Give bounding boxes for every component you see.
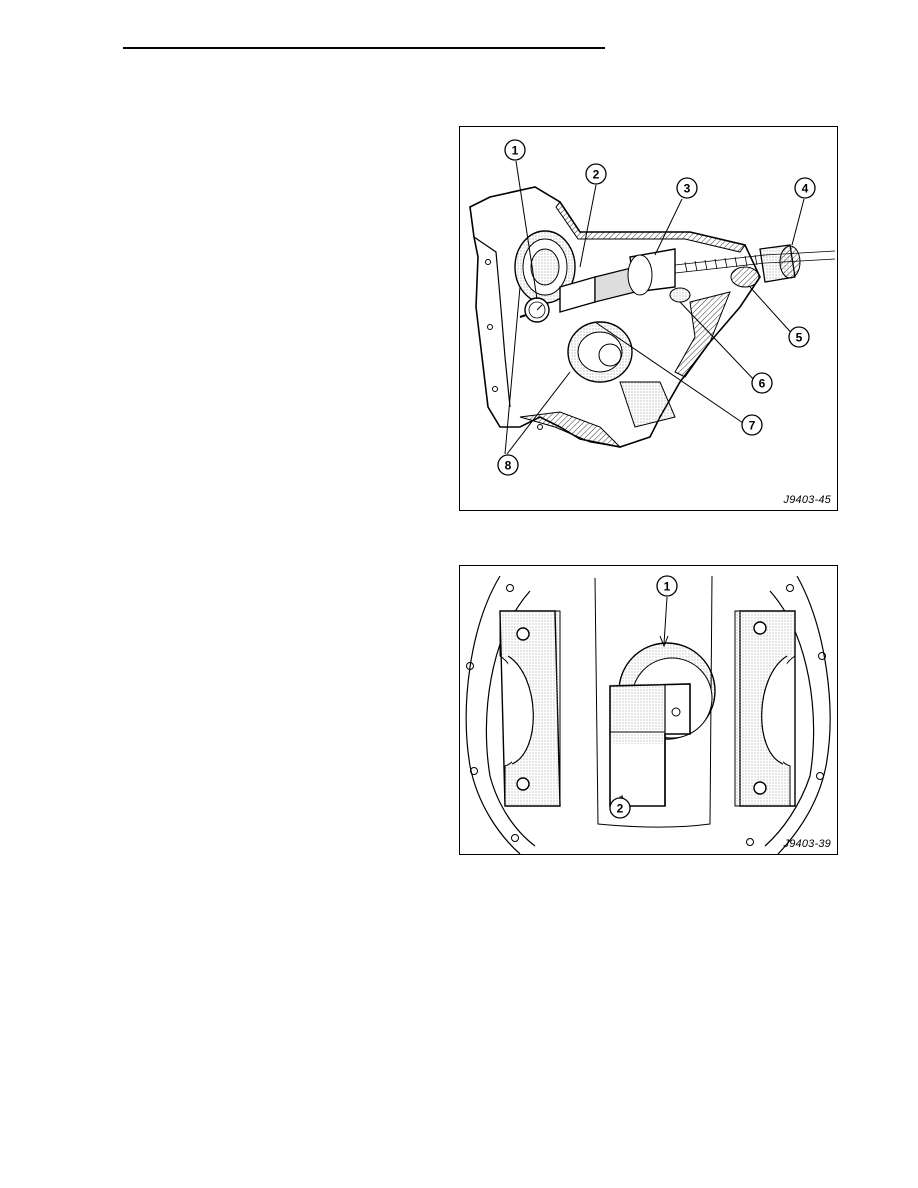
figure-pinion-depth-tool: 1 2 3 4 5 6 7 8 J9403-45 — [459, 126, 838, 511]
svg-text:2: 2 — [593, 168, 600, 182]
callout-4: 4 — [794, 177, 816, 199]
callout-3: 3 — [676, 177, 698, 199]
callout-8: 8 — [497, 454, 519, 476]
svg-text:4: 4 — [802, 182, 809, 196]
header-rule — [123, 47, 605, 49]
svg-text:7: 7 — [749, 419, 756, 433]
svg-text:1: 1 — [664, 580, 671, 594]
svg-text:1: 1 — [512, 144, 519, 158]
callout-7: 7 — [741, 414, 763, 436]
callout-1: 1 — [504, 139, 526, 161]
pinion-depth-illustration: 1 2 3 4 5 6 7 8 — [469, 139, 836, 476]
svg-text:5: 5 — [796, 331, 803, 345]
figure-id: J9403-39 — [783, 838, 831, 850]
callout-2: 2 — [585, 163, 607, 185]
figure-id: J9403-45 — [783, 494, 831, 506]
svg-text:2: 2 — [617, 802, 624, 816]
svg-text:3: 3 — [684, 182, 691, 196]
svg-text:6: 6 — [759, 377, 766, 391]
callout-5: 5 — [788, 326, 810, 348]
svg-text:8: 8 — [505, 459, 512, 473]
figure-gauge-block-housing: 1 2 J9403-39 — [459, 565, 838, 855]
callout-1: 1 — [656, 575, 678, 597]
callout-2: 2 — [609, 797, 631, 819]
gauge-block-illustration: 1 2 — [465, 575, 831, 854]
callout-6: 6 — [751, 372, 773, 394]
